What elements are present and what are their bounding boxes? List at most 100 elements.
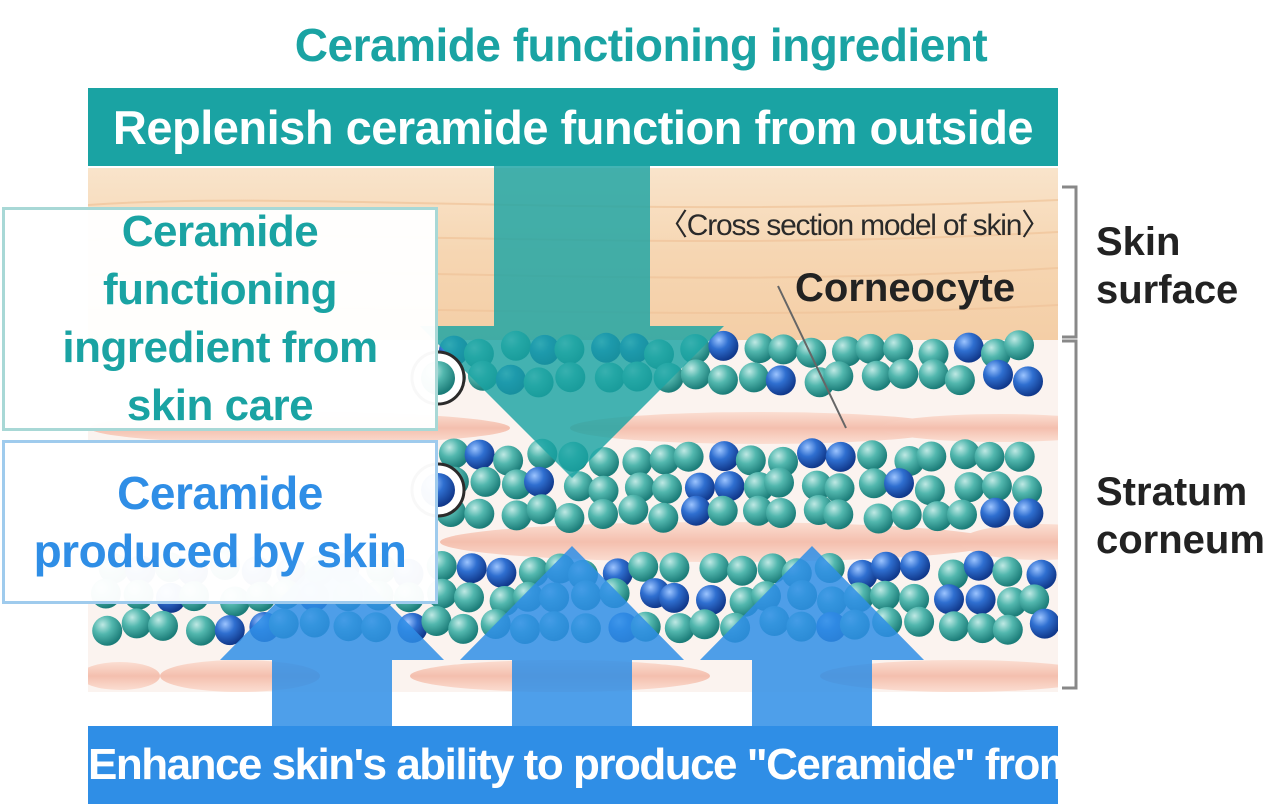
ceramide-ball-teal (922, 501, 953, 532)
legend-skincare-line-2: ingredient from (62, 323, 378, 372)
ceramide-ball-teal (954, 472, 985, 503)
ceramide-ball-teal (992, 614, 1023, 645)
corneocyte-cell (440, 522, 1000, 562)
ceramide-ball-blue (797, 438, 827, 469)
bottom-banner-bg (88, 726, 1058, 804)
ceramide-ball-teal (947, 499, 977, 530)
ceramide-ball-teal (707, 495, 738, 526)
ceramide-ball-teal (904, 606, 935, 637)
ceramide-ball-teal (121, 608, 152, 639)
ceramide-ball-blue (980, 497, 1011, 528)
ceramide-ball-teal (628, 551, 659, 582)
ceramide-ball-teal (801, 470, 832, 501)
ceramide-ball-teal (1004, 330, 1034, 361)
ceramide-ball-blue (696, 585, 726, 615)
ceramide-ball-teal (501, 500, 532, 531)
ceramide-ball-blue (659, 582, 690, 613)
ceramide-ball-teal (861, 360, 892, 391)
ceramide-ball-blue (486, 557, 517, 588)
ceramide-ball-blue (953, 332, 984, 363)
ceramide-ball-teal (766, 498, 796, 528)
ceramide-ball-teal (470, 466, 501, 497)
stratum-corneum-line-1: Stratum (1096, 470, 1248, 514)
ceramide-ball-blue (765, 365, 796, 396)
ceramide-ball-teal (493, 445, 524, 476)
ceramide-ball-blue (708, 330, 739, 361)
ceramide-ball-teal (526, 494, 557, 525)
legend-produced-line-1: Ceramide (117, 467, 323, 519)
ceramide-ball-blue (214, 615, 245, 646)
ceramide-ball-teal (673, 441, 704, 472)
ceramide-ball-teal (454, 582, 484, 613)
corneocyte-cell (880, 414, 1058, 442)
ceramide-ball-teal (967, 613, 998, 644)
ceramide-ball-teal (618, 494, 649, 525)
ceramide-ball-teal (888, 358, 919, 389)
ceramide-ball-teal (680, 359, 711, 390)
ceramide-ball-teal (1019, 584, 1050, 615)
ceramide-ball-teal (858, 468, 889, 499)
ceramide-ball-blue (456, 553, 487, 584)
legend-produced-line-2: produced by skin (33, 525, 407, 577)
ceramide-ball-teal (563, 471, 594, 502)
ceramide-ball-teal (438, 438, 469, 469)
stratum-corneum-line-2: corneum (1096, 518, 1265, 562)
ceramide-ball-teal (464, 498, 495, 529)
ceramide-ball-teal (764, 467, 794, 498)
ceramide-ball-teal (891, 499, 922, 530)
bottom-banner-text: Enhance skin's ability to produce "Ceram… (88, 740, 1207, 789)
diagram-title: Ceramide functioning ingredient (294, 19, 988, 71)
ceramide-ball-blue (884, 468, 914, 499)
ceramide-ball-teal (735, 445, 766, 476)
ceramide-ball-teal (938, 559, 969, 590)
corneocyte-label: Corneocyte (795, 266, 1016, 310)
ceramide-ball-teal (916, 441, 947, 472)
ceramide-ball-teal (1004, 441, 1035, 472)
ceramide-ball-teal (554, 503, 585, 533)
ceramide-ball-blue (983, 359, 1013, 390)
ceramide-ball-teal (1012, 475, 1042, 506)
ceramide-ball-teal (649, 444, 680, 475)
ceramide-ball-teal (992, 556, 1023, 587)
ceramide-ball-teal (757, 553, 788, 584)
ceramide-ball-teal (914, 475, 945, 506)
ceramide-ball-teal (448, 613, 479, 644)
ceramide-ball-blue (900, 550, 931, 581)
ceramide-ball-teal (855, 333, 886, 364)
ceramide-ball-blue (524, 466, 554, 497)
ceramide-ball-blue (870, 551, 901, 582)
ceramide-ball-teal (918, 359, 949, 390)
ceramide-ball-teal (186, 615, 216, 646)
ceramide-ball-teal (92, 615, 123, 646)
ceramide-ball-teal (824, 473, 855, 504)
stratum-corneum-label: Stratum corneum (1096, 468, 1282, 564)
ceramide-ball-teal (899, 583, 930, 614)
ceramide-ball-teal (863, 503, 894, 534)
down-arrow-icon (88, 88, 1058, 478)
ceramide-ball-teal (664, 613, 695, 644)
legend-skincare-line-1: Ceramide functioning (103, 207, 338, 314)
ceramide-ball-teal (744, 333, 775, 364)
ceramide-ball-teal (974, 441, 1005, 472)
ceramide-ball-teal (823, 499, 854, 530)
ceramide-ball-teal (918, 338, 949, 369)
ceramide-ball-teal (832, 336, 862, 367)
ceramide-ball-teal (588, 475, 619, 506)
top-banner-text: Replenish ceramide function from outside (112, 101, 1034, 154)
ceramide-ball-teal (938, 611, 969, 642)
ceramide-ball-blue (709, 441, 740, 472)
ceramide-ball-teal (743, 495, 773, 526)
ceramide-ball-blue (1013, 366, 1043, 397)
corneocyte-cell (88, 662, 160, 690)
ceramide-ball-teal (727, 555, 758, 586)
bracket-icon (1062, 185, 1078, 690)
ceramide-ball-teal (421, 606, 452, 636)
corneocyte-cell (570, 412, 950, 444)
ceramide-ball-blue (1026, 559, 1057, 590)
corneocyte-cell (820, 660, 1058, 692)
ceramide-ball-blue (714, 471, 745, 502)
ceramide-ball-teal (997, 587, 1027, 618)
ceramide-ball-teal (738, 362, 769, 393)
ceramide-ball-blue (963, 550, 994, 581)
